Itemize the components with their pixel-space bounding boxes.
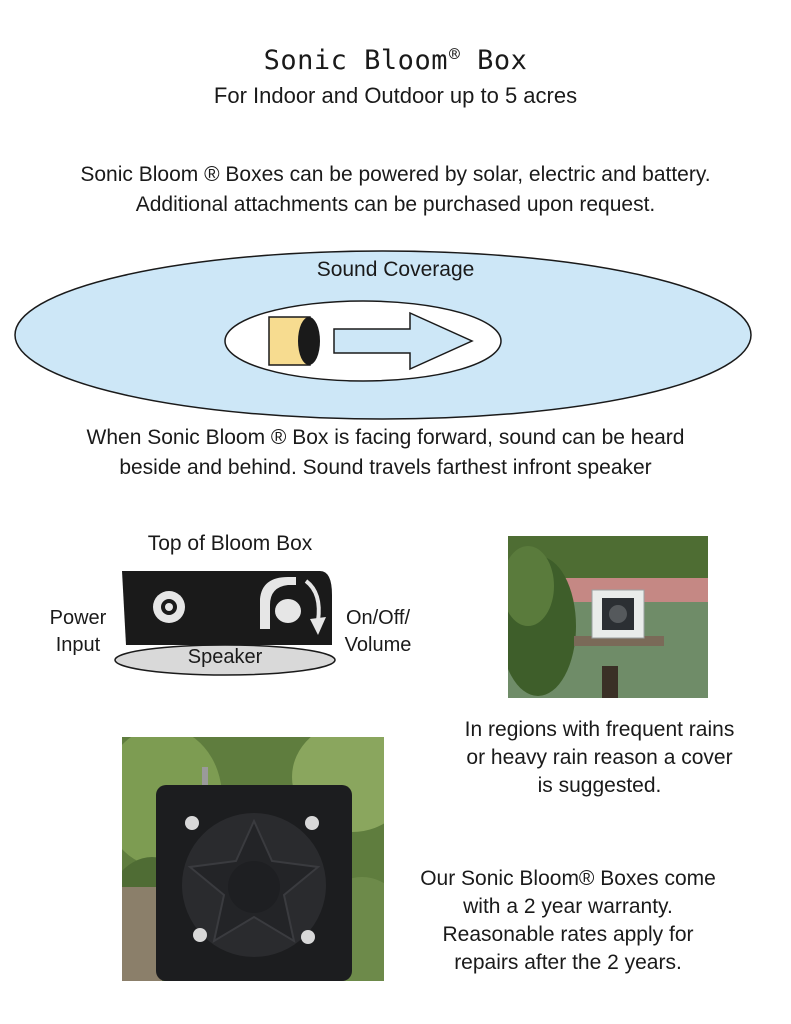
facing-note-line-2: beside and behind. Sound travels farthes…	[119, 456, 652, 479]
power-note-line-1: Sonic Bloom ® Boxes can be powered by so…	[80, 163, 711, 186]
rain-note-line-3: is suggested.	[537, 774, 662, 797]
power-note: Sonic Bloom ® Boxes can be powered by so…	[0, 160, 791, 220]
box-top-body	[122, 571, 332, 645]
page-title: Sonic Bloom® Box	[0, 44, 791, 76]
registered-mark: ®	[448, 44, 461, 65]
photo-box-on-post-image	[508, 536, 708, 698]
volume-label-line-1: On/Off/	[345, 607, 411, 629]
facing-note: When Sonic Bloom ® Box is facing forward…	[0, 423, 781, 483]
photo-speaker-closeup-image	[122, 737, 384, 981]
facing-note-line-1: When Sonic Bloom ® Box is facing forward…	[86, 426, 685, 449]
warranty-note-line-3: Reasonable rates apply for	[442, 923, 694, 946]
title-text: Sonic Bloom	[263, 45, 448, 76]
power-input-icon	[153, 591, 185, 623]
volume-knob-icon	[260, 577, 326, 635]
speaker-label: Speaker	[187, 646, 263, 668]
arrow-right-icon	[333, 311, 474, 371]
title-suffix: Box	[477, 45, 528, 76]
sound-coverage-label: Sound Coverage	[316, 258, 475, 281]
top-diagram-title: Top of Bloom Box	[147, 532, 313, 555]
photo-box-on-post	[508, 536, 708, 698]
rain-note-line-1: In regions with frequent rains	[464, 718, 735, 741]
warranty-note-line-1: Our Sonic Bloom® Boxes come	[420, 867, 716, 890]
power-input-label-line-2: Input	[55, 634, 101, 656]
speaker-icon	[268, 316, 320, 366]
volume-label: On/Off/ Volume	[336, 605, 420, 659]
power-input-label-line-1: Power	[49, 607, 107, 629]
sound-coverage-diagram	[14, 250, 752, 420]
warranty-note: Our Sonic Bloom® Boxes come with a 2 yea…	[398, 865, 738, 977]
rain-note-line-2: or heavy rain reason a cover	[466, 746, 733, 769]
volume-label-line-2: Volume	[344, 634, 412, 656]
warranty-note-line-4: repairs after the 2 years.	[454, 951, 682, 974]
rain-note: In regions with frequent rains or heavy …	[452, 716, 747, 800]
page-subtitle: For Indoor and Outdoor up to 5 acres	[213, 83, 578, 108]
warranty-note-line-2: with a 2 year warranty.	[463, 895, 673, 918]
top-of-box-diagram	[114, 571, 336, 676]
power-note-line-2: Additional attachments can be purchased …	[135, 193, 656, 216]
photo-speaker-closeup	[122, 737, 384, 981]
power-input-label: Power Input	[40, 605, 116, 659]
